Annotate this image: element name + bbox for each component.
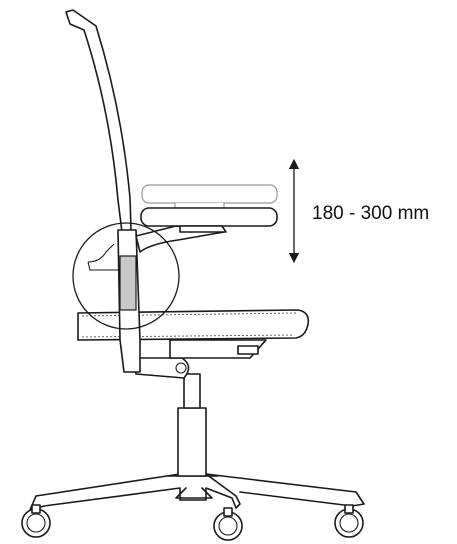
seat-cushion bbox=[77, 309, 310, 341]
detail-magnifier bbox=[72, 222, 180, 330]
armrest-pad bbox=[140, 207, 278, 233]
gas-cylinder bbox=[177, 373, 207, 477]
armrest-raised bbox=[141, 184, 278, 209]
armrest-support bbox=[117, 225, 225, 373]
backrest bbox=[65, 9, 132, 233]
chair-base bbox=[29, 473, 365, 511]
castors bbox=[21, 504, 364, 541]
seat-mechanism bbox=[131, 339, 267, 379]
height-range-label: 180 - 300 mm bbox=[312, 203, 430, 224]
